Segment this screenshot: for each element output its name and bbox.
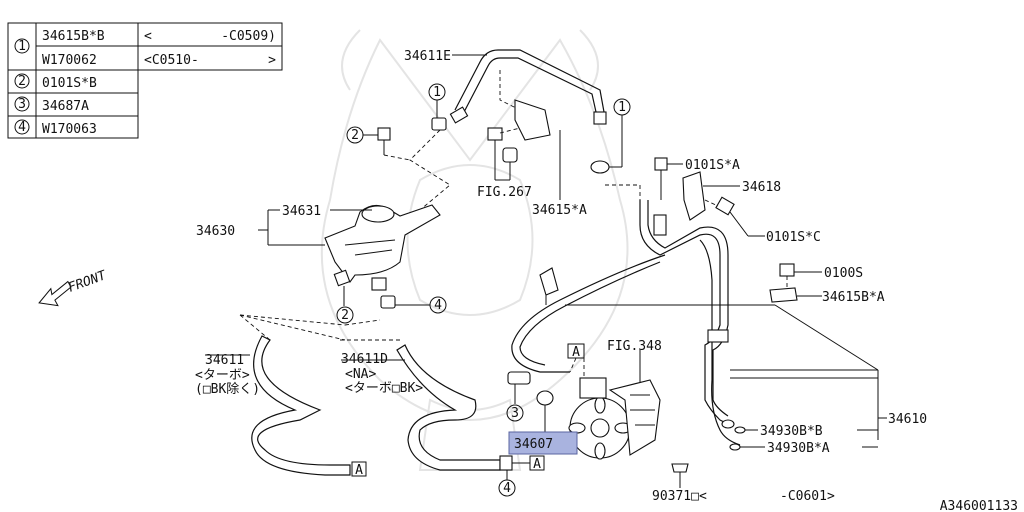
svg-text:3: 3 [511, 406, 519, 421]
label-34611D: 34611D [341, 352, 388, 367]
label-34611E: 34611E [404, 49, 451, 64]
label-34930BA: 34930B*A [767, 441, 830, 456]
svg-text:1: 1 [433, 85, 441, 100]
svg-text:2: 2 [18, 74, 26, 89]
legend-part-0101SB: 0101S*B [42, 76, 97, 91]
callout-4-reservoir: 4 [380, 295, 447, 314]
label-34611-note-except: (□BK除く) [195, 382, 260, 397]
svg-text:3: 3 [18, 97, 26, 112]
callout-2-top: 2 [346, 126, 391, 155]
label-90371-range: -C0601> [780, 489, 835, 504]
fig348-ref: FIG.348 [607, 339, 662, 354]
svg-text:A: A [533, 457, 541, 472]
callout-1-right: 1 [590, 98, 641, 200]
legend-callout-2 [14, 73, 30, 89]
svg-text:A: A [355, 463, 363, 478]
hose-34611E: 34611E [404, 49, 607, 125]
reservoir-tank: 34631 34630 [196, 204, 441, 291]
legend-part-34615BB: 34615B*B [42, 29, 105, 44]
legend-callout-1 [14, 38, 30, 54]
legend-part-W170063: W170063 [42, 122, 97, 137]
svg-text:2: 2 [351, 128, 359, 143]
svg-text:<: < [144, 29, 152, 44]
front-label: FRONT [66, 268, 109, 296]
label-34930BB: 34930B*B [760, 424, 823, 439]
hose-34611D: 34611D <NA> <ターボ□BK> A 4 [341, 344, 545, 497]
legend-table: 1 34615B*B < -C0509) W170062 <C0510- > 2… [7, 22, 283, 139]
label-34610: 34610 [888, 412, 927, 427]
svg-text:4: 4 [434, 298, 442, 313]
svg-text:-C0509): -C0509) [221, 29, 276, 44]
label-34607[interactable]: 34607 [514, 437, 553, 452]
power-steering-pump: A FIG.348 [567, 339, 662, 460]
label-34618: 34618 [742, 180, 781, 195]
legend-part-34687A: 34687A [42, 99, 89, 114]
highlight-box[interactable] [508, 431, 578, 455]
label-34615BA: 34615B*A [822, 290, 885, 305]
label-34630: 34630 [196, 224, 235, 239]
callout-2-lower: 2 [333, 269, 354, 324]
label-34615A: 34615*A [532, 203, 587, 218]
bolt-0101SB-top [377, 127, 391, 141]
svg-text:<C0510-: <C0510- [144, 53, 199, 68]
ref-A-right [529, 455, 545, 471]
svg-text:1: 1 [18, 39, 26, 54]
svg-text:4: 4 [503, 481, 511, 496]
clamp-34615BA: 0100S 34615B*A [769, 263, 885, 305]
legend-callout-3 [14, 96, 30, 112]
hose-clip [539, 267, 559, 305]
callout-1-left: 1 [428, 83, 447, 131]
label-34631: 34631 [282, 204, 321, 219]
hose-bracket-mid [707, 329, 729, 343]
watermark-emblem [320, 29, 629, 471]
label-34611-note-turbo: <ターボ> [195, 368, 250, 383]
hose-34611: 34611 <ターボ> (□BK除く) A [195, 314, 367, 478]
legend-callout-4 [14, 119, 30, 135]
fig267-ref: FIG.267 [477, 185, 532, 200]
label-0101SC: 0101S*C [766, 230, 821, 245]
bracket-fig267: FIG.267 34615*A [477, 70, 587, 218]
label-90371: 90371□< [652, 489, 707, 504]
label-34611D-note-na: <NA> [345, 367, 376, 382]
plug-90371: 90371□< -C0601> [652, 463, 835, 504]
svg-text:A: A [572, 345, 580, 360]
gaskets-34930B: 34930B*B 34930B*A [721, 419, 878, 456]
label-34611D-note-turbo-bk: <ターボ□BK> [345, 381, 423, 396]
front-arrow: FRONT [38, 268, 109, 307]
part-34607-highlight[interactable]: 34607 [508, 390, 578, 455]
legend-part-W170062: W170062 [42, 53, 97, 68]
bracket-34618: 0101S*A 34618 0101S*C [654, 157, 821, 245]
pressure-hose-34610: 34610 [511, 200, 927, 446]
svg-text:4: 4 [18, 120, 26, 135]
label-34611: 34611 [205, 353, 244, 368]
hose-clamp-1 [431, 117, 447, 131]
svg-text:2: 2 [341, 308, 349, 323]
svg-text:1: 1 [618, 100, 626, 115]
svg-text:>: > [268, 53, 276, 68]
fitting-34687A: 3 [506, 371, 531, 422]
ref-A-left [351, 461, 367, 477]
hose-bracket-top [653, 214, 667, 236]
illustration-id: A346001133 [940, 499, 1018, 512]
label-0100S: 0100S [824, 266, 863, 281]
label-0101SA: 0101S*A [685, 158, 740, 173]
